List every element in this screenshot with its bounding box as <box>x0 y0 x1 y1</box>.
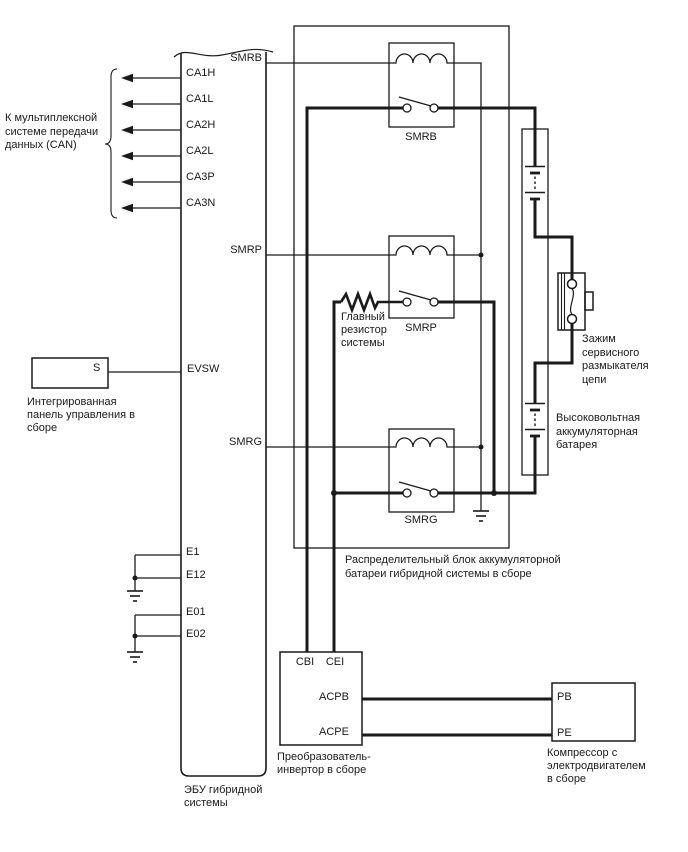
resistor-name-line: резистор <box>341 324 387 336</box>
service-plug-name: Зажим сервисного размыкателя цепи <box>582 333 649 387</box>
can-wires <box>133 77 181 209</box>
ecu-pin-ca1h: CA1H <box>186 67 216 79</box>
ecu-pin-e12: E12 <box>186 569 206 581</box>
smrb-switch-icon <box>398 96 439 113</box>
wire-smrp-out <box>438 300 496 493</box>
ecu-pin-e02: E02 <box>186 628 206 640</box>
ecu-pin-ca3n: CA3N <box>186 197 216 209</box>
hv-battery-name-line: батарея <box>556 439 598 451</box>
ecu-pin-e1: E1 <box>186 546 200 558</box>
wire-smrb-to-battery <box>438 106 537 166</box>
can-note-line: К мультиплексной <box>5 112 98 124</box>
junction-block-name: Распределительный блок аккумуляторной ба… <box>345 553 561 581</box>
compressor-name-line: в сборе <box>547 773 587 785</box>
compressor-pin-pe: PE <box>557 727 572 739</box>
ground-icon <box>127 651 143 663</box>
ecu-box <box>180 52 267 777</box>
arrow-icon <box>121 73 133 213</box>
junction-dot <box>478 444 484 450</box>
control-panel-name: Интегрированная панель управления в сбор… <box>27 396 135 435</box>
ecu-pin-ca2h: CA2H <box>186 119 216 131</box>
inverter-pin-acpe: ACPE <box>319 726 349 738</box>
ecu-box-torn-edge <box>173 48 274 58</box>
inverter-box <box>279 651 363 746</box>
control-panel-pin: S <box>93 362 101 374</box>
brace-icon <box>104 68 118 219</box>
junction-dot <box>478 252 484 258</box>
junction-block-name-line: батареи гибридной системы в сборе <box>345 568 532 580</box>
smrp-relay-box <box>388 235 455 319</box>
smrp-coil-wire <box>266 245 481 256</box>
ecu-pin-ca1l: CA1L <box>186 93 214 105</box>
smrp-relay-label: SMRP <box>405 322 437 334</box>
ecu-pin-smrg: SMRG <box>229 436 262 448</box>
smrg-relay-box <box>388 428 455 513</box>
inverter-pin-cbi: CBI <box>295 656 315 668</box>
ecu-pin-ca3p: CA3P <box>186 171 215 183</box>
junction-block-name-line: Распределительный блок аккумуляторной <box>345 554 561 566</box>
control-panel-name-line: Интегрированная <box>27 396 117 408</box>
junction-dot <box>491 490 497 496</box>
battery-cell-icon <box>525 165 545 201</box>
compressor-name: Компрессор с электродвигателем в сборе <box>547 747 646 786</box>
ecu-pin-evsw: EVSW <box>187 363 220 375</box>
ecu-pin-ca2l: CA2L <box>186 145 214 157</box>
resistor-name: Главный резистор системы <box>341 311 387 350</box>
hv-battery-name-line: аккумуляторная <box>556 425 638 438</box>
can-note: К мультиплексной системе передачи данных… <box>5 112 98 153</box>
service-plug-name-line: размыкателя <box>582 360 649 372</box>
compressor-name-line: электродвигателем <box>547 760 646 772</box>
wire-cei-negative <box>332 300 341 652</box>
ecu-name: ЭБУ гибридной системы <box>184 784 262 810</box>
ground-icon <box>127 590 143 602</box>
smrb-relay-box <box>388 42 455 128</box>
resistor-name-line: системы <box>341 337 385 349</box>
smrb-coil-wire <box>266 53 482 511</box>
junction-block-box <box>293 25 510 549</box>
wire-cbi-positive <box>305 106 403 652</box>
resistor-name-line: Главный <box>341 311 385 323</box>
resistor-icon <box>339 290 403 314</box>
hv-battery-name: Высоковольтная аккумуляторная батарея <box>556 412 640 453</box>
ecu-name-line: системы <box>184 797 228 809</box>
compressor-name-line: Компрессор с <box>547 747 618 759</box>
battery-cell-icon <box>525 402 545 438</box>
inverter-name: Преобразователь- инвертор в сборе <box>277 751 371 777</box>
control-panel-box <box>31 357 109 389</box>
can-note-line: данных (CAN) <box>5 139 77 151</box>
can-note-line: системе передачи <box>5 125 99 138</box>
inverter-pin-acpb: ACPB <box>319 691 349 703</box>
junction-dot <box>132 633 138 639</box>
smrg-coil-wire <box>266 437 481 448</box>
ecu-pin-e01: E01 <box>186 606 206 618</box>
service-plug-icon <box>557 272 594 331</box>
ecu-name-line: ЭБУ гибридной <box>184 784 263 796</box>
smrg-switch-icon <box>398 481 439 498</box>
inverter-name-line: инвертор в сборе <box>277 764 367 776</box>
ecu-ground-wires <box>134 554 181 652</box>
wire-plug-to-battery <box>533 323 574 403</box>
junction-dot <box>331 490 337 496</box>
ground-icon <box>473 510 489 522</box>
wire-battery-negative <box>438 437 537 495</box>
smrp-switch-icon <box>398 290 439 307</box>
control-panel-name-line: панель управления в <box>27 409 136 421</box>
hv-battery-box <box>521 128 549 476</box>
service-plug-name-line: Зажим <box>582 333 616 345</box>
smrb-relay-label: SMRB <box>405 131 437 143</box>
compressor-box <box>551 682 636 742</box>
hv-battery-name-line: Высоковольтная <box>556 412 641 424</box>
inverter-name-line: Преобразователь- <box>277 751 371 763</box>
service-plug-name-line: сервисного <box>582 346 640 359</box>
ecu-pin-smrb: SMRB <box>230 52 262 64</box>
ecu-pin-smrp: SMRP <box>230 244 262 256</box>
control-panel-name-line: сборе <box>27 422 58 434</box>
compressor-pin-pb: PB <box>557 691 572 703</box>
smrg-relay-label: SMRG <box>404 514 438 526</box>
service-plug-name-line: цепи <box>582 373 607 386</box>
junction-dot <box>132 575 138 581</box>
inverter-pin-cei: CEI <box>325 656 345 668</box>
wire-battery-to-plug <box>533 200 574 280</box>
